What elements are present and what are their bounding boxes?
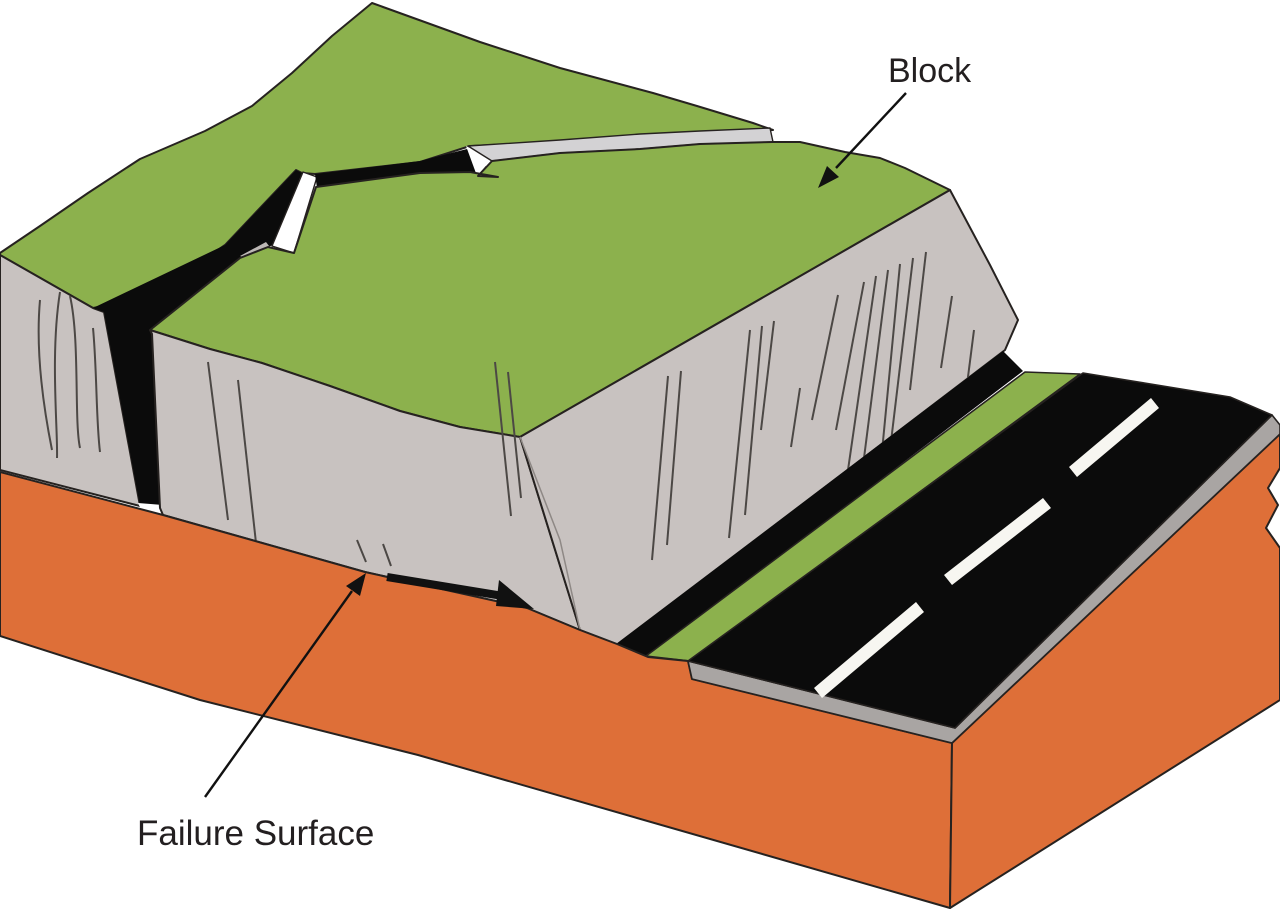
head-scarp-crack <box>93 170 302 508</box>
failure-surface-label: Failure Surface <box>137 814 374 853</box>
block-pointer-arrowhead <box>818 166 839 188</box>
toe-shadow-strip <box>616 351 1023 657</box>
slide-direction-arrow <box>386 573 534 609</box>
head-scarp-crack-right <box>315 149 498 188</box>
block-face-ridge-line <box>519 436 581 631</box>
failure-surface-pointer-line <box>204 573 366 798</box>
scarp-white-wedge <box>466 146 492 176</box>
failure-surface-pointer-arrowhead <box>346 573 366 596</box>
block-label: Block <box>888 52 972 90</box>
bedrock-right-face <box>949 433 1280 909</box>
road-center-dashes <box>814 398 1159 698</box>
road-dash <box>814 602 924 698</box>
road-dash <box>944 498 1051 585</box>
left-face-striations <box>37 291 101 459</box>
block-pointer-line <box>818 92 907 188</box>
road-dash <box>1069 398 1159 477</box>
